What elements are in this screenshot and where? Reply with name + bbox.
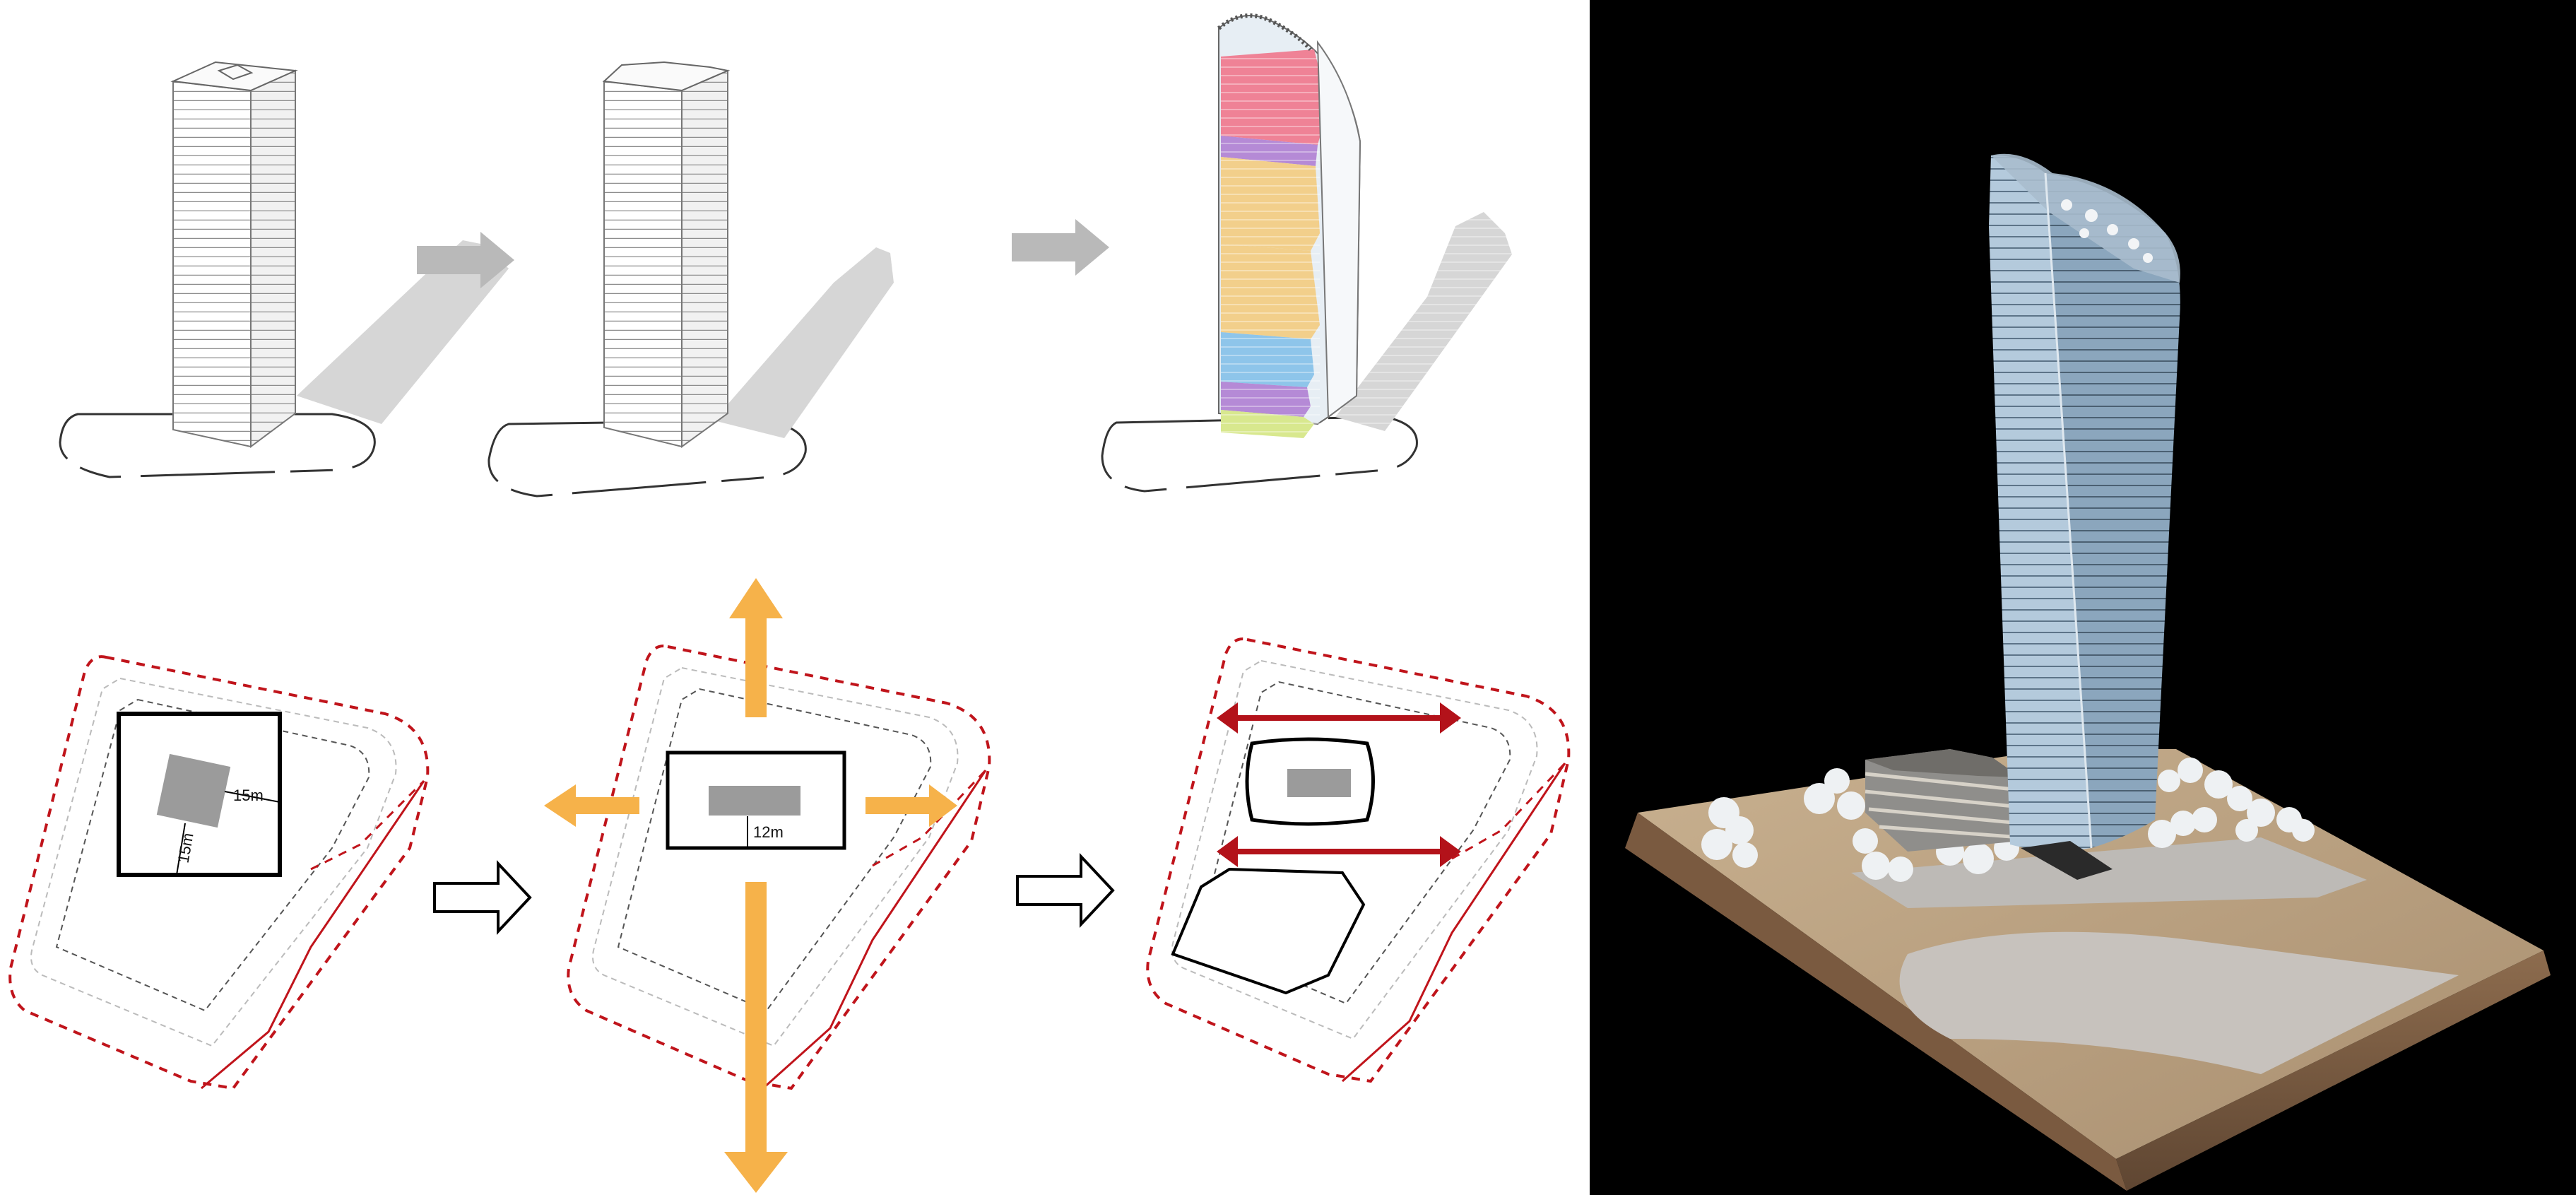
massing-step-3-program [1101, 13, 1512, 493]
setback-bottom-line [176, 823, 186, 876]
tower-right-face [681, 69, 728, 448]
right-arrow-icon [433, 859, 532, 936]
model-plaza [1851, 837, 2367, 908]
setback-side-label: 15m [233, 787, 264, 804]
site-boundary [567, 644, 991, 1090]
double-arrow-icon [1217, 702, 1461, 734]
right-arrow-icon [1016, 852, 1115, 929]
model-entrance [2021, 841, 2113, 880]
crown-trees [2061, 199, 2153, 263]
setback-front-label: 12m [753, 823, 784, 841]
arrow-right [865, 784, 957, 827]
red-boundary-solid [201, 780, 425, 1090]
tower-core [1287, 769, 1351, 797]
offset-line-2 [55, 698, 370, 1012]
site-boundary [8, 655, 430, 1090]
tower-footprint [709, 786, 800, 816]
offset-line-2 [617, 688, 932, 1012]
process-arrow-top-2 [1012, 219, 1109, 276]
tower-right-face [250, 69, 296, 448]
model-base-side-left [1625, 813, 2127, 1191]
red-inner-corner [310, 779, 425, 871]
model-road [1899, 931, 2459, 1074]
site-boundary [1146, 637, 1571, 1083]
site-plan-step-2: 12m [544, 578, 991, 1193]
model-tower [1989, 153, 2180, 852]
double-arrow-icon [1217, 836, 1461, 867]
tower-shadow [297, 240, 509, 424]
site-outline [1101, 416, 1418, 493]
roof-core [217, 64, 254, 81]
setback-side-line [224, 791, 280, 803]
model-podium [1865, 749, 2021, 852]
site-plan-step-3 [1146, 637, 1571, 1083]
physical-model-photo [1625, 153, 2551, 1191]
tower-glass-right [2045, 173, 2180, 848]
model-base-side-right [2116, 950, 2551, 1191]
glass-blade [1316, 40, 1361, 418]
podium-footprint [1171, 867, 1366, 995]
orange-expansion-arrows [544, 578, 957, 1193]
massing-step-1 [59, 61, 509, 478]
massing-step-2 [488, 61, 894, 498]
process-arrow-bottom-1 [433, 859, 532, 936]
tower-roof [170, 61, 298, 92]
arrow-up [729, 578, 783, 717]
red-inner-corner [1451, 762, 1566, 860]
shadow-stripes [1335, 212, 1512, 431]
red-boundary-solid [1341, 763, 1566, 1083]
offset-line-1 [592, 666, 959, 1047]
program-bands [1221, 49, 1328, 438]
site-plan-step-1: 15m 15m [8, 655, 430, 1090]
tower-roof [602, 61, 731, 92]
site-outline [59, 413, 376, 478]
offset-line-1 [1171, 659, 1538, 1040]
process-arrow-top-1 [417, 232, 514, 288]
offset-line-1 [30, 677, 397, 1047]
red-inner-corner [872, 769, 987, 867]
process-arrow-bottom-2 [1016, 852, 1115, 929]
tower-shadow [714, 247, 894, 438]
arrow-down [724, 882, 788, 1193]
tower-left-face [172, 80, 252, 448]
arrow-left [544, 784, 639, 827]
site-outline [488, 419, 807, 498]
tower-left-face [603, 80, 683, 448]
model-trees [1701, 758, 2315, 882]
buildable-area [117, 712, 282, 877]
red-boundary-solid [762, 770, 987, 1090]
tower-footprint [156, 753, 231, 828]
tower-glass-left [1989, 155, 2091, 852]
